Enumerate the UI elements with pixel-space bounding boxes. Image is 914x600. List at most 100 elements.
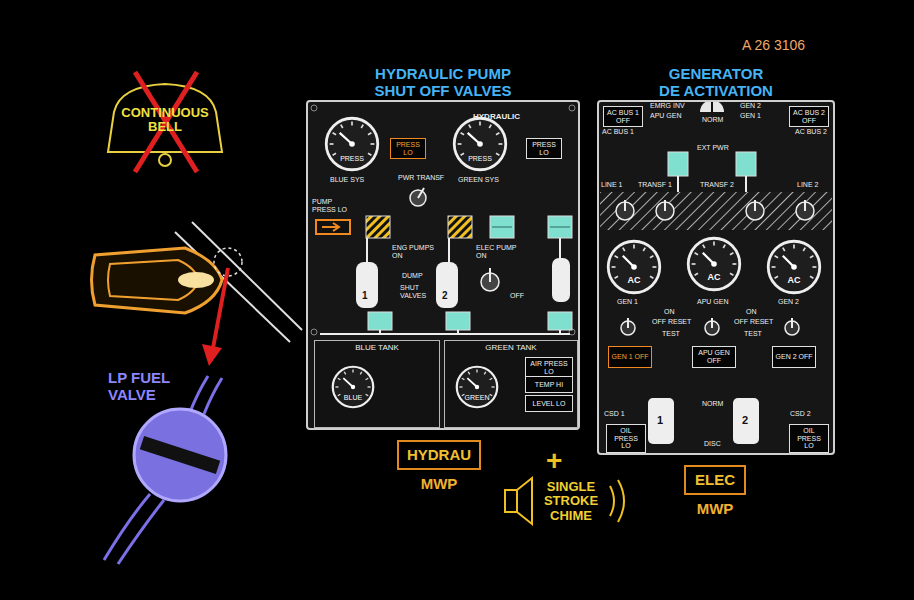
- tank-section: BLUE TANKBLUE: [314, 340, 440, 428]
- bell-symbol: [108, 72, 222, 172]
- annunciator-light: AC BUS 2 OFF: [789, 106, 829, 127]
- gauge-dial: BLUE: [331, 365, 375, 409]
- light-legend: PRESS LO: [393, 141, 423, 156]
- panel-label: EMRG INV: [650, 102, 685, 110]
- annunciator-light: PRESS LO: [390, 138, 426, 159]
- panel-label: SHUT VALVES: [400, 284, 432, 299]
- cancelled-signal: CONTINUOUS BELL: [120, 106, 210, 135]
- label-holder: CONTINUOUS BELL: [120, 106, 210, 135]
- label-holder: 1: [657, 414, 663, 426]
- annunciator-light-frame: LEVEL LO: [525, 395, 573, 412]
- gauge-dial-frame: PRESS: [324, 116, 380, 172]
- panel-heading: GENERATOR DE ACTIVATION: [657, 64, 776, 100]
- panel-label: AC BUS 2: [795, 128, 827, 136]
- label-holder: GREEN SYS: [458, 176, 499, 184]
- panel-label: CSD 1: [604, 410, 625, 418]
- gauge-outline: [766, 239, 822, 295]
- label-holder: OFF RESET: [734, 318, 773, 326]
- master-warning-box: ELECMWP: [684, 465, 746, 521]
- label-holder: LP FUEL VALVE: [108, 370, 180, 403]
- panel-label: PWR TRANSF: [398, 174, 444, 182]
- label-holder: ENG PUMPS ON: [392, 244, 442, 259]
- gauge-outline: [455, 365, 499, 409]
- gauge-dial-frame: AC: [766, 239, 822, 295]
- light-legend: TEMP HI: [535, 381, 563, 389]
- panel-label: TEST: [744, 330, 762, 338]
- gauge-legend: PRESS: [468, 155, 492, 162]
- label-holder: TRANSF 1: [638, 181, 672, 189]
- annunciator-light: GEN 1 OFF: [608, 346, 652, 368]
- gauge-outline: [452, 116, 508, 172]
- gauge-outline: [686, 236, 742, 292]
- label-holder: OFF RESET: [652, 318, 691, 326]
- gauge-dial: GREEN: [455, 365, 499, 409]
- annunciator-light: LEVEL LO: [525, 395, 573, 412]
- label-holder: SHUT VALVES: [400, 284, 432, 299]
- gauge-outline: [324, 116, 380, 172]
- switch-number: 2: [742, 414, 748, 426]
- valve-symbol: [104, 376, 226, 564]
- annunciator-light-frame: AC BUS 2 OFF: [789, 106, 829, 127]
- gauge-legend: GREEN: [465, 394, 490, 401]
- panel-label: CSD 2: [790, 410, 811, 418]
- label-holder: GEN 1: [617, 298, 638, 306]
- gauge-dial-frame: GREEN: [455, 365, 499, 409]
- light-legend: LEVEL LO: [533, 400, 566, 408]
- label-holder: PWR TRANSF: [398, 174, 444, 182]
- light-legend: PRESS LO: [529, 141, 559, 156]
- label-holder: LINE 1: [601, 181, 622, 189]
- light-legend: AC BUS 2 OFF: [792, 109, 826, 124]
- gauge-dial: PRESS: [452, 116, 508, 172]
- label-holder: EXT PWR: [697, 144, 729, 152]
- panel-heading: HYDRAULIC PUMP SHUT OFF VALVES: [368, 64, 518, 100]
- panel-label: LINE 2: [797, 181, 818, 189]
- label-holder: OFF: [510, 292, 524, 300]
- label-holder: AC BUS 1: [602, 128, 634, 136]
- panel-label: PUMP PRESS LO: [312, 198, 352, 213]
- label-holder: PUMP PRESS LO: [312, 198, 352, 213]
- light-legend: GEN 2 OFF: [776, 353, 813, 361]
- gauge-legend: BLUE: [344, 394, 362, 401]
- label-holder: TEST: [744, 330, 762, 338]
- master-warning-box: HYDRAUMWP: [397, 440, 481, 496]
- chime-symbol: [505, 478, 624, 524]
- switch-number: 1: [362, 290, 368, 301]
- annunciator-light: OIL PRESS LO: [606, 424, 646, 453]
- annunciator-light-frame: APU GEN OFF: [692, 346, 736, 368]
- gauge-legend: AC: [788, 275, 801, 285]
- label-holder: +: [546, 446, 562, 477]
- switch-number: 1: [657, 414, 663, 426]
- panel-label: OFF: [510, 292, 524, 300]
- gauge-legend: AC: [628, 275, 641, 285]
- label-holder: ON: [664, 308, 675, 316]
- gauge-dial-frame: AC: [686, 236, 742, 292]
- annunciator-light: TEMP HI: [525, 376, 573, 393]
- label-holder: TRANSF 2: [700, 181, 734, 189]
- annunciator-light: PRESS LO: [526, 138, 562, 159]
- light-legend: AIR PRESS LO: [528, 360, 570, 375]
- annunciator-light-frame: OIL PRESS LO: [606, 424, 646, 453]
- electrical-panel-art: [597, 100, 835, 455]
- light-legend: APU GEN OFF: [695, 349, 733, 364]
- panel-label: GEN 1: [740, 112, 761, 120]
- panel-label: GEN 2: [740, 102, 761, 110]
- label-holder: GEN 2: [778, 298, 799, 306]
- annunciator-light-frame: PRESS LO: [390, 138, 426, 159]
- switch-number: 2: [442, 290, 448, 301]
- panel-label: LINE 1: [601, 181, 622, 189]
- label-holder: 2: [442, 290, 448, 301]
- gauge-dial-frame: AC: [606, 239, 662, 295]
- panel-label: DISC: [704, 440, 721, 448]
- panel-label: BLUE SYS: [330, 176, 364, 184]
- annunciator-light: GEN 2 OFF: [772, 346, 816, 368]
- label-holder: APU GEN: [697, 298, 729, 306]
- label-holder: LINE 2: [797, 181, 818, 189]
- gauge-dial: AC: [606, 239, 662, 295]
- label-holder: EMRG INV: [650, 102, 685, 110]
- panel-label: ELEC PUMP ON: [476, 244, 526, 259]
- annunciator-light-frame: TEMP HI: [525, 376, 573, 393]
- warning-label: HYDRAU: [407, 446, 471, 463]
- annunciator-light: OIL PRESS LO: [789, 424, 829, 453]
- annunciator-light-frame: AC BUS 1 OFF: [603, 106, 643, 127]
